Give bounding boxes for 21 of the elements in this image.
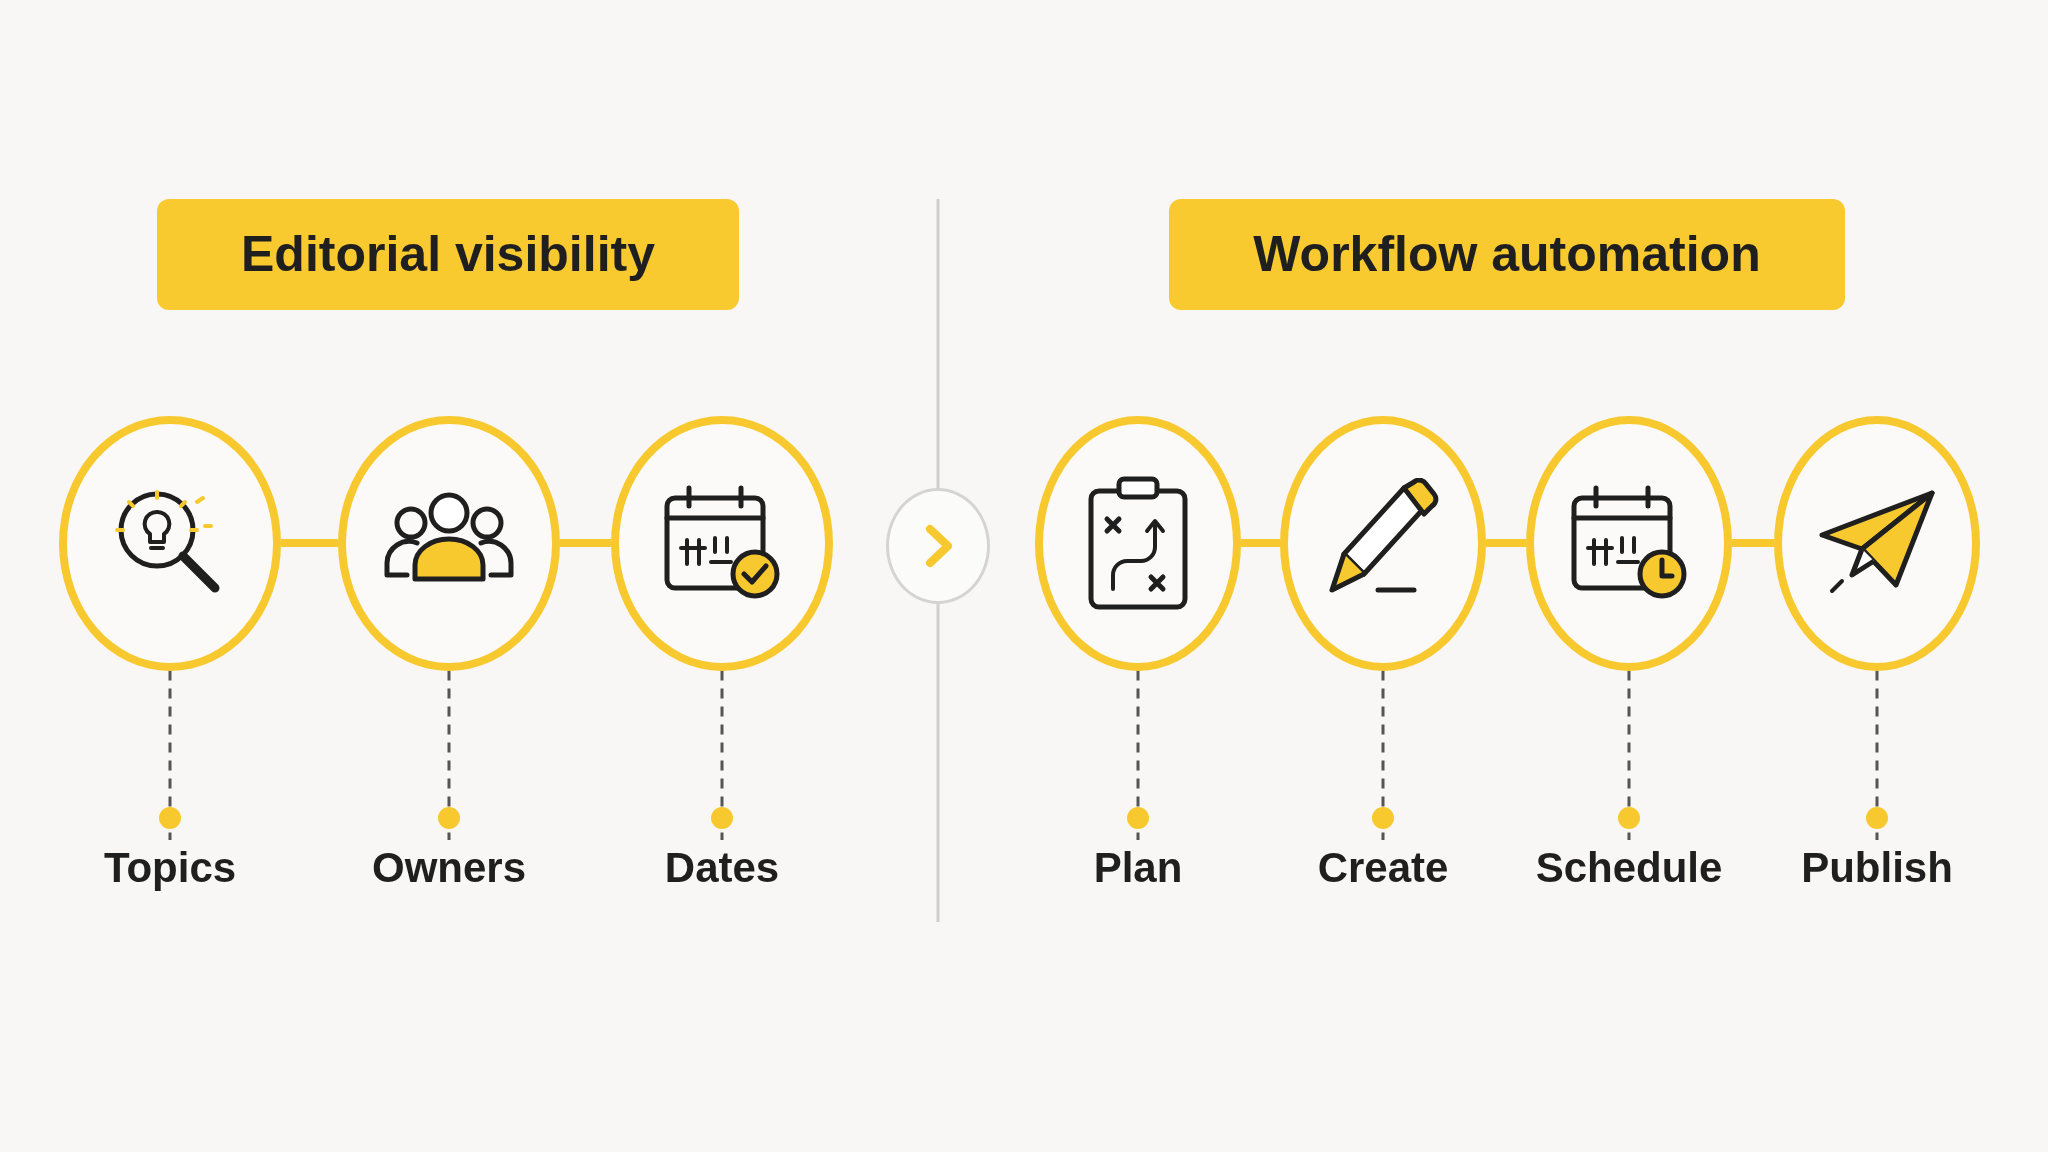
dashed-connector (1372, 670, 1394, 840)
step-label: Create (1317, 840, 1449, 896)
dashed-connector (1618, 670, 1640, 840)
dashed-connector (1866, 670, 1888, 840)
dashed-connector (159, 670, 181, 840)
section-header: Editorial visibility (157, 198, 739, 310)
dashed-connector (711, 670, 733, 840)
connector-line (1732, 539, 1774, 547)
step-label: Dates (664, 840, 780, 896)
section-header: Workflow automation (1169, 198, 1845, 310)
connector-line (1486, 539, 1526, 547)
connector-line (1241, 539, 1280, 547)
connector-line (560, 539, 611, 547)
connector-line (281, 539, 338, 547)
step-label: Plan (1093, 840, 1183, 896)
dashed-connector (438, 670, 460, 840)
step-label: Topics (103, 840, 237, 896)
step-label: Owners (371, 840, 527, 896)
step-label: Publish (1801, 840, 1953, 896)
step-label: Schedule (1535, 840, 1723, 896)
dashed-connector (1127, 670, 1149, 840)
